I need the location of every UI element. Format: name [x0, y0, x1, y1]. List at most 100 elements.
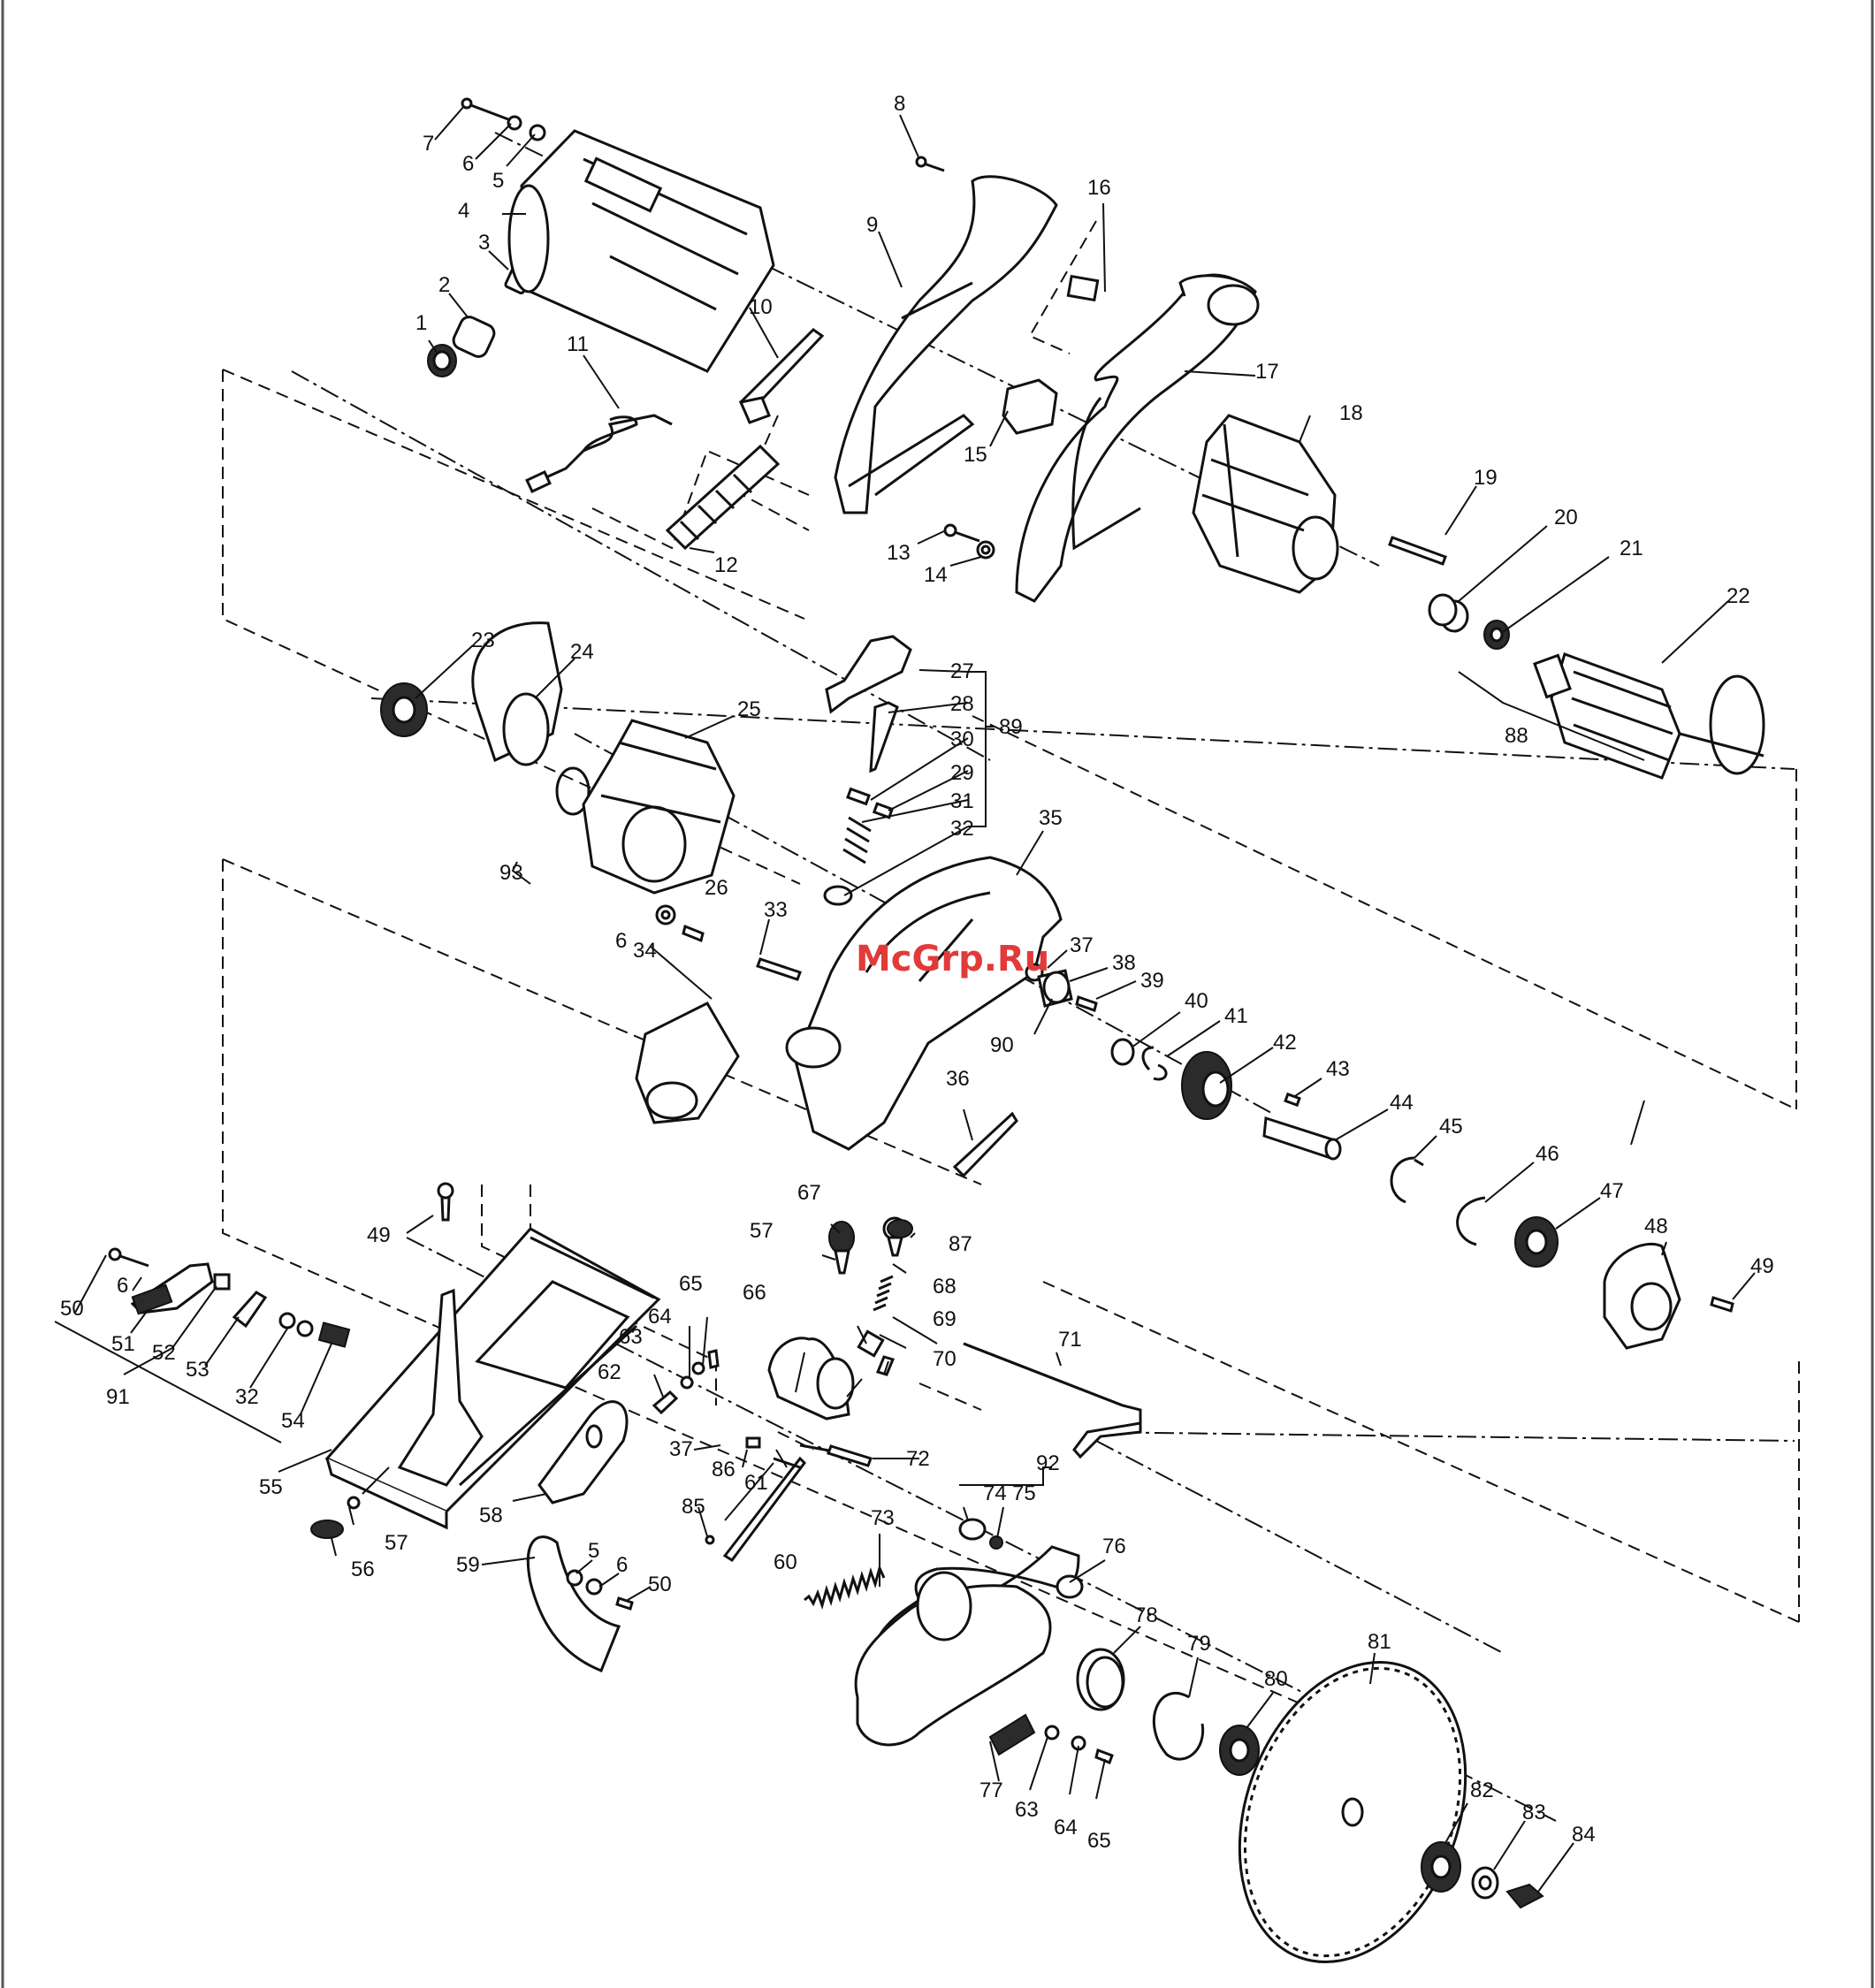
miter-scale-part: [963, 1342, 1142, 1459]
part-label-10: 10: [749, 295, 773, 319]
part-label-63b: 63: [1015, 1798, 1039, 1822]
part-label-6: 6: [462, 152, 474, 176]
bracket-88: [1458, 671, 1645, 761]
bevel-lock-part: [108, 1247, 351, 1348]
part-label-72: 72: [906, 1447, 930, 1471]
part-number-labels: 1 2 3 4 5 6 7 8 9 10 11 12 13 14 15 16 1…: [60, 92, 1774, 1853]
part-label-61: 61: [744, 1471, 768, 1495]
part-label-57: 57: [750, 1219, 774, 1243]
part-label-75: 75: [1012, 1481, 1036, 1505]
circlip-part: [1152, 1691, 1205, 1761]
part-label-77: 77: [979, 1779, 1003, 1802]
guard-plate-part: [952, 1111, 1018, 1178]
part-label-65: 65: [679, 1272, 703, 1296]
mid-screw-part: [943, 523, 995, 560]
part-label-6c: 6: [117, 1274, 128, 1298]
part-label-71: 71: [1058, 1328, 1082, 1352]
part-label-15: 15: [964, 443, 987, 467]
part-label-87: 87: [949, 1232, 972, 1256]
part-label-64: 64: [648, 1305, 672, 1329]
part-label-4: 4: [458, 199, 469, 223]
lower-guard-plate-part: [537, 1400, 629, 1504]
part-label-17: 17: [1255, 360, 1279, 384]
part-label-93: 93: [499, 861, 523, 885]
outer-flange-part: [1421, 1841, 1461, 1893]
switch-part: [1002, 274, 1100, 435]
small-bearing-part: [1483, 620, 1510, 650]
part-label-33: 33: [764, 898, 788, 922]
spacer-part: [1110, 1038, 1168, 1081]
part-label-49: 49: [1750, 1254, 1774, 1278]
brush-cap-part: [427, 265, 532, 377]
part-label-90: 90: [990, 1033, 1014, 1057]
miter-knob-part: [828, 1219, 913, 1275]
part-label-37: 37: [1070, 933, 1094, 957]
bushing-part: [1428, 593, 1469, 633]
flange-ring-part: [1076, 1648, 1125, 1711]
base-knob-part: [310, 1496, 361, 1539]
part-label-30: 30: [950, 727, 974, 751]
gear-part: [1181, 1051, 1232, 1120]
part-label-22: 22: [1726, 584, 1750, 608]
part-label-55: 55: [259, 1475, 283, 1499]
upper-guard-part: [785, 856, 1063, 1151]
part-label-64b: 64: [1054, 1816, 1078, 1839]
pin-part: [1388, 536, 1447, 566]
part-label-74: 74: [983, 1481, 1007, 1505]
motor-housing-part: [507, 129, 775, 373]
part-label-36: 36: [946, 1067, 970, 1091]
saw-blade-part: [1238, 1661, 1467, 1963]
part-label-24: 24: [570, 640, 594, 664]
handle-left-part: [834, 156, 1058, 514]
part-label-6d: 6: [616, 1553, 628, 1577]
part-label-11: 11: [567, 332, 589, 356]
part-label-86: 86: [712, 1458, 736, 1481]
base-plate-part: [324, 1227, 661, 1530]
riving-knife-part: [526, 1535, 621, 1672]
part-label-29: 29: [950, 761, 974, 785]
watermark-text: McGrp.Ru: [856, 939, 1049, 979]
gear-housing-screw-part: [655, 904, 705, 943]
part-label-48: 48: [1644, 1215, 1668, 1238]
part-label-78: 78: [1134, 1603, 1158, 1627]
part-label-79: 79: [1187, 1632, 1211, 1656]
o-ring-part: [555, 766, 591, 816]
part-label-59: 59: [456, 1553, 480, 1577]
part-label-32: 32: [950, 817, 974, 841]
part-label-13: 13: [887, 541, 911, 565]
part-label-69: 69: [933, 1307, 957, 1331]
part-label-39: 39: [1140, 969, 1164, 993]
part-label-3: 3: [478, 231, 490, 255]
part-label-38: 38: [1112, 951, 1136, 975]
part-label-53: 53: [186, 1358, 210, 1382]
part-label-91: 91: [106, 1385, 130, 1409]
part-label-83: 83: [1522, 1801, 1546, 1824]
part-label-84: 84: [1572, 1823, 1596, 1847]
part-label-44: 44: [1390, 1091, 1414, 1115]
part-label-27: 27: [950, 659, 974, 683]
lock-assembly-part: [823, 635, 912, 906]
retaining-ring-part: [1390, 1156, 1486, 1246]
dust-port-part: [635, 1002, 740, 1124]
part-label-82: 82: [1470, 1779, 1494, 1802]
plate-screw-part: [1710, 1296, 1734, 1313]
part-label-92: 92: [1036, 1451, 1060, 1475]
fan-baffle-part: [471, 621, 563, 766]
inner-flange-part: [1219, 1725, 1260, 1776]
part-label-76: 76: [1102, 1535, 1126, 1558]
part-label-26: 26: [705, 876, 728, 900]
guard-washer-part: [958, 1518, 1003, 1550]
part-label-31: 31: [950, 789, 974, 813]
part-label-57b: 57: [385, 1531, 408, 1555]
part-label-88: 88: [1505, 724, 1528, 748]
part-label-62: 62: [598, 1360, 621, 1384]
part-label-7: 7: [423, 132, 434, 156]
part-label-28: 28: [950, 692, 974, 716]
guard-flap-part: [988, 1713, 1114, 1764]
power-cable-part: [525, 414, 673, 493]
part-label-37b: 37: [669, 1437, 693, 1461]
part-label-81: 81: [1368, 1630, 1391, 1654]
part-label-23: 23: [471, 628, 495, 652]
